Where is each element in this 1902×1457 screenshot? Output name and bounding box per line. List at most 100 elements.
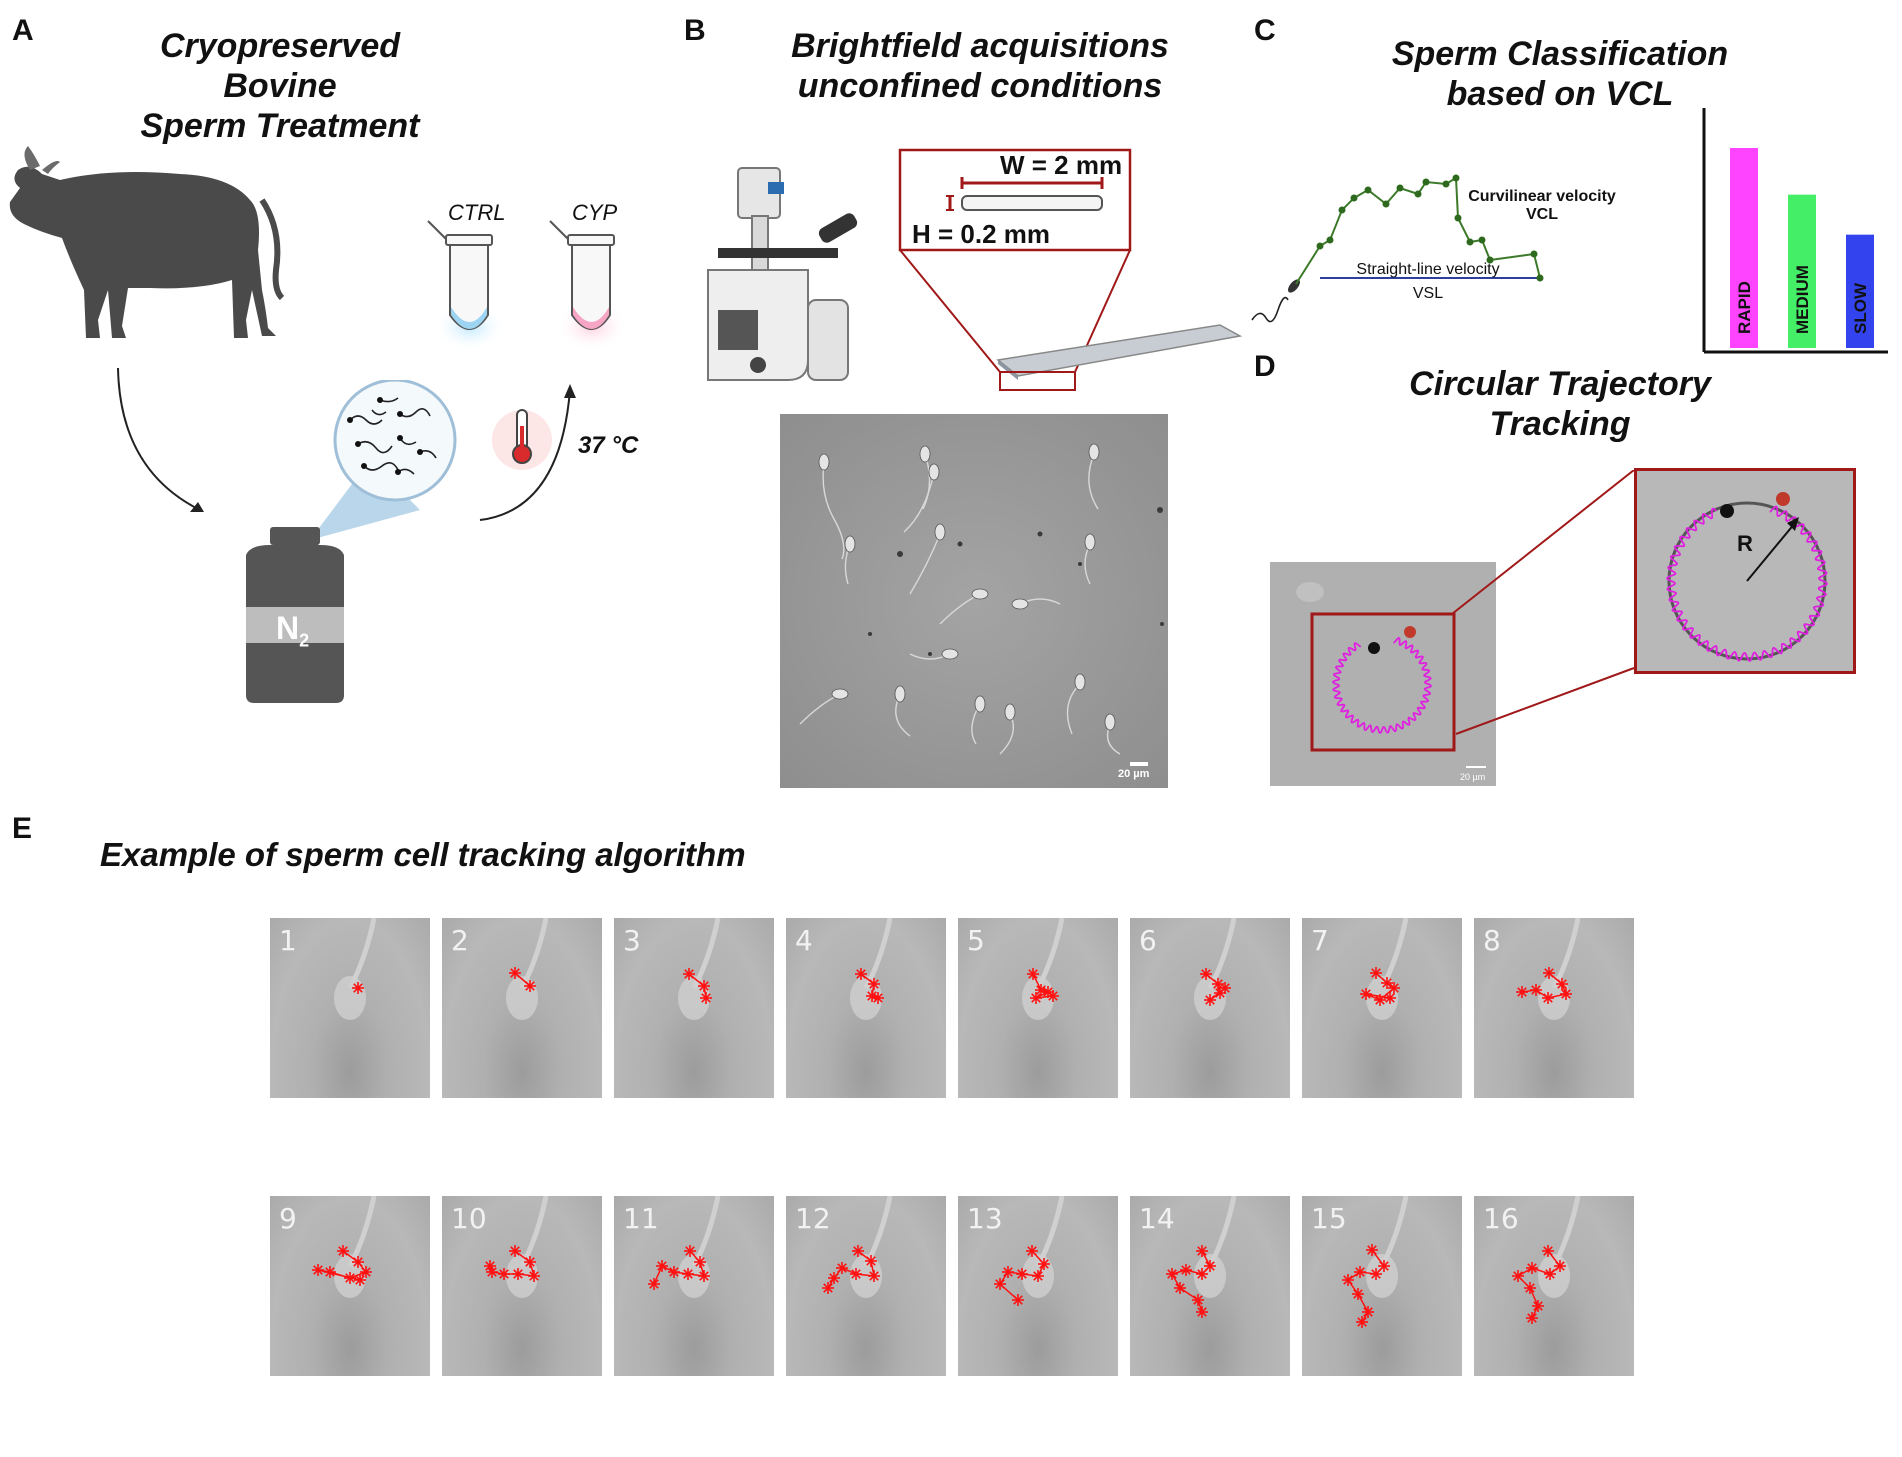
circular-trajectory-image: 20 µm [1270, 562, 1496, 786]
tracking-markers [312, 1245, 372, 1286]
tube-ctrl-label: CTRL [448, 200, 506, 225]
frame-number: 9 [279, 1202, 297, 1235]
frame-number: 1 [279, 924, 297, 957]
microchannel-diagram [898, 148, 1243, 391]
frame-number: 2 [451, 924, 469, 957]
channel-height-label: H = 0.2 mm [912, 219, 1051, 249]
tube-cyp-label: CYP [572, 200, 618, 225]
panel-e-letter: E [12, 812, 33, 845]
tracking-frame-3: 3 [614, 918, 774, 1098]
tube-cyp [549, 220, 615, 330]
tracking-markers [352, 982, 364, 994]
panel-b-letter: B [684, 14, 706, 47]
test-tubes [427, 220, 628, 351]
bar-slow [1846, 234, 1874, 348]
tracking-markers [648, 1245, 710, 1290]
channel-width-label: W = 2 mm [1000, 150, 1123, 180]
arrow-down-right [117, 367, 204, 512]
tracking-markers [1516, 967, 1572, 1004]
vcl-bar-chart: RAPID MEDIUM SLOW [1702, 108, 1888, 354]
brightfield-image: 20 µm [780, 414, 1168, 788]
frame-number: 6 [1139, 924, 1157, 957]
tracking-markers [683, 968, 712, 1004]
panel-d-title-line2: Tracking [1489, 405, 1631, 443]
nitrogen-tank [246, 527, 344, 703]
frame-number: 8 [1483, 924, 1501, 957]
vsl-label-line1: Straight-line velocity [1356, 261, 1500, 278]
vcl-label-line2: VCL [1526, 206, 1558, 223]
panel-d-letter: D [1254, 350, 1276, 383]
frame-number: 13 [967, 1202, 1003, 1235]
thermometer-icon [492, 409, 552, 470]
tracking-markers [1200, 968, 1231, 1006]
bar-label-medium: MEDIUM [1793, 265, 1812, 334]
panel-a-title-line2: Sperm Treatment [140, 107, 420, 145]
tracking-frame-11: 11 [614, 1196, 774, 1376]
frame-number: 4 [795, 924, 813, 957]
tracking-frame-12: 12 [786, 1196, 946, 1376]
panel-e-title: Example of sperm cell tracking algorithm [100, 836, 746, 873]
tracking-markers [1342, 1244, 1390, 1328]
tracking-frame-1: 1 [270, 918, 430, 1098]
tracking-frame-7: 7 [1302, 918, 1462, 1098]
panel-c-letter: C [1254, 14, 1276, 47]
panel-b-title: Brightfield acquisitions unconfined cond… [770, 26, 1190, 106]
bull-illustration [9, 146, 285, 338]
frame-number: 15 [1311, 1202, 1347, 1235]
frame-number: 12 [795, 1202, 831, 1235]
tube-ctrl [427, 220, 493, 330]
tank-label: N2 [276, 610, 309, 651]
panel-a-title-line1: Cryopreserved Bovine [159, 27, 400, 105]
tracking-frame-6: 6 [1130, 918, 1290, 1098]
frame-number: 10 [451, 1202, 487, 1235]
radius-label: R [1737, 531, 1753, 556]
tracking-markers [1360, 967, 1400, 1006]
frame-number: 7 [1311, 924, 1329, 957]
tracking-markers [1027, 968, 1059, 1004]
tracking-frame-4: 4 [786, 918, 946, 1098]
zoom-connector [1452, 470, 1635, 735]
tracking-markers [509, 967, 536, 992]
d-scale-label: 20 µm [1460, 772, 1486, 782]
vcl-label: Curvilinear velocity VCL [1462, 188, 1622, 224]
circular-trajectory-zoom: R [1634, 468, 1856, 674]
frame-number: 11 [623, 1202, 659, 1235]
tracking-markers [994, 1245, 1050, 1306]
sperm-magnifier [310, 380, 457, 540]
arrow-up-right [479, 384, 576, 521]
bar-label-slow: SLOW [1851, 282, 1870, 334]
tracking-frame-16: 16 [1474, 1196, 1634, 1376]
vsl-label-line2: VSL [1412, 285, 1444, 302]
tracking-frame-13: 13 [958, 1196, 1118, 1376]
frame-number: 5 [967, 924, 985, 957]
panel-a-title: Cryopreserved Bovine Sperm Treatment [100, 26, 460, 146]
panel-b-title-line2: unconfined conditions [797, 67, 1163, 105]
tracking-markers [484, 1245, 540, 1282]
panel-d-title: Circular Trajectory Tracking [1360, 364, 1760, 444]
tank-label-n: N [276, 610, 300, 646]
microscope-illustration [707, 167, 858, 381]
frame-number: 14 [1139, 1202, 1175, 1235]
tracking-frames-row-2: 9 10 11 12 13 14 15 16 [270, 1196, 1770, 1376]
temperature-label: 37 °C [578, 432, 639, 459]
panel-d-title-line1: Circular Trajectory [1409, 365, 1711, 403]
bar-label-rapid: RAPID [1735, 281, 1754, 334]
panel-c-title-line1: Sperm Classification [1391, 35, 1729, 73]
panel-a-letter: A [12, 14, 34, 47]
panel-c-title-line2: based on VCL [1446, 75, 1674, 113]
tank-label-sub: 2 [299, 630, 310, 651]
panel-c-title: Sperm Classification based on VCL [1360, 34, 1760, 114]
tracking-frame-15: 15 [1302, 1196, 1462, 1376]
tracking-markers [1512, 1245, 1566, 1324]
vsl-label: Straight-line velocity VSL [1328, 258, 1528, 306]
bar-rapid [1730, 148, 1758, 348]
tracking-frame-2: 2 [442, 918, 602, 1098]
tracking-frame-9: 9 [270, 1196, 430, 1376]
panel-b-title-line1: Brightfield acquisitions [791, 27, 1169, 65]
tracking-frame-14: 14 [1130, 1196, 1290, 1376]
tracking-frame-8: 8 [1474, 918, 1634, 1098]
vcl-trajectory-diagram [1251, 174, 1544, 323]
brightfield-scale-label: 20 µm [1118, 768, 1150, 780]
frame-number: 16 [1483, 1202, 1519, 1235]
